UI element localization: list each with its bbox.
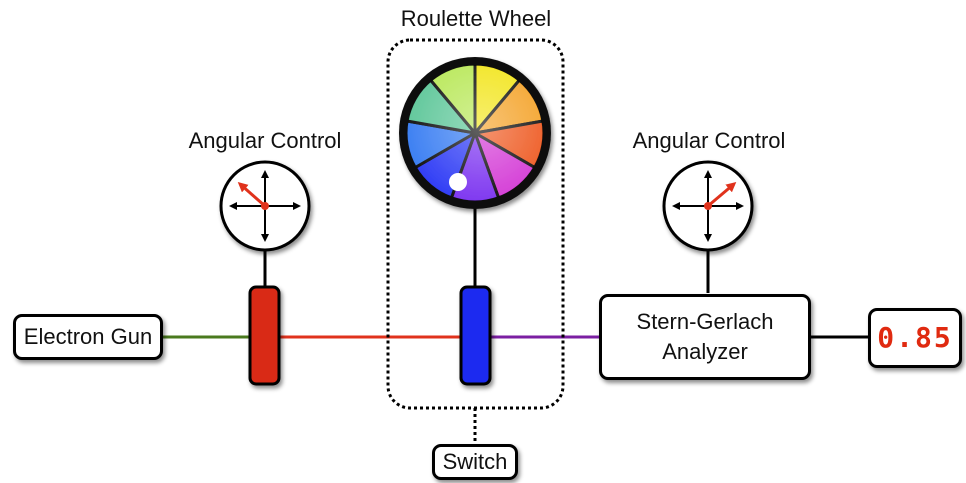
color-wheel-icon[interactable] — [399, 57, 551, 209]
switch-filter[interactable] — [459, 285, 492, 386]
right-angular-control-dial[interactable] — [662, 160, 754, 252]
right-angular-control-label: Angular Control — [632, 128, 786, 153]
stern-gerlach-analyzer-box[interactable]: Stern-Gerlach Analyzer — [599, 294, 811, 380]
left-filter[interactable] — [248, 285, 281, 386]
switch-box[interactable]: Switch — [432, 444, 518, 480]
compass-dial-icon — [672, 170, 744, 242]
left-angular-control-label: Angular Control — [188, 128, 342, 153]
stern-gerlach-label-line1: Stern-Gerlach — [636, 309, 774, 335]
stern-gerlach-label-line2: Analyzer — [662, 339, 748, 364]
roulette-group-outline — [386, 38, 565, 410]
ball-icon — [449, 173, 467, 191]
left-dial-hand — [237, 182, 266, 208]
readout-display: 0.85 — [868, 308, 962, 368]
electron-gun-box[interactable]: Electron Gun — [13, 314, 163, 360]
right-dial-hand — [707, 182, 737, 208]
left-angular-control-dial[interactable] — [219, 160, 311, 252]
compass-dial-icon — [229, 170, 301, 242]
roulette-wheel-label: Roulette Wheel — [400, 6, 552, 31]
